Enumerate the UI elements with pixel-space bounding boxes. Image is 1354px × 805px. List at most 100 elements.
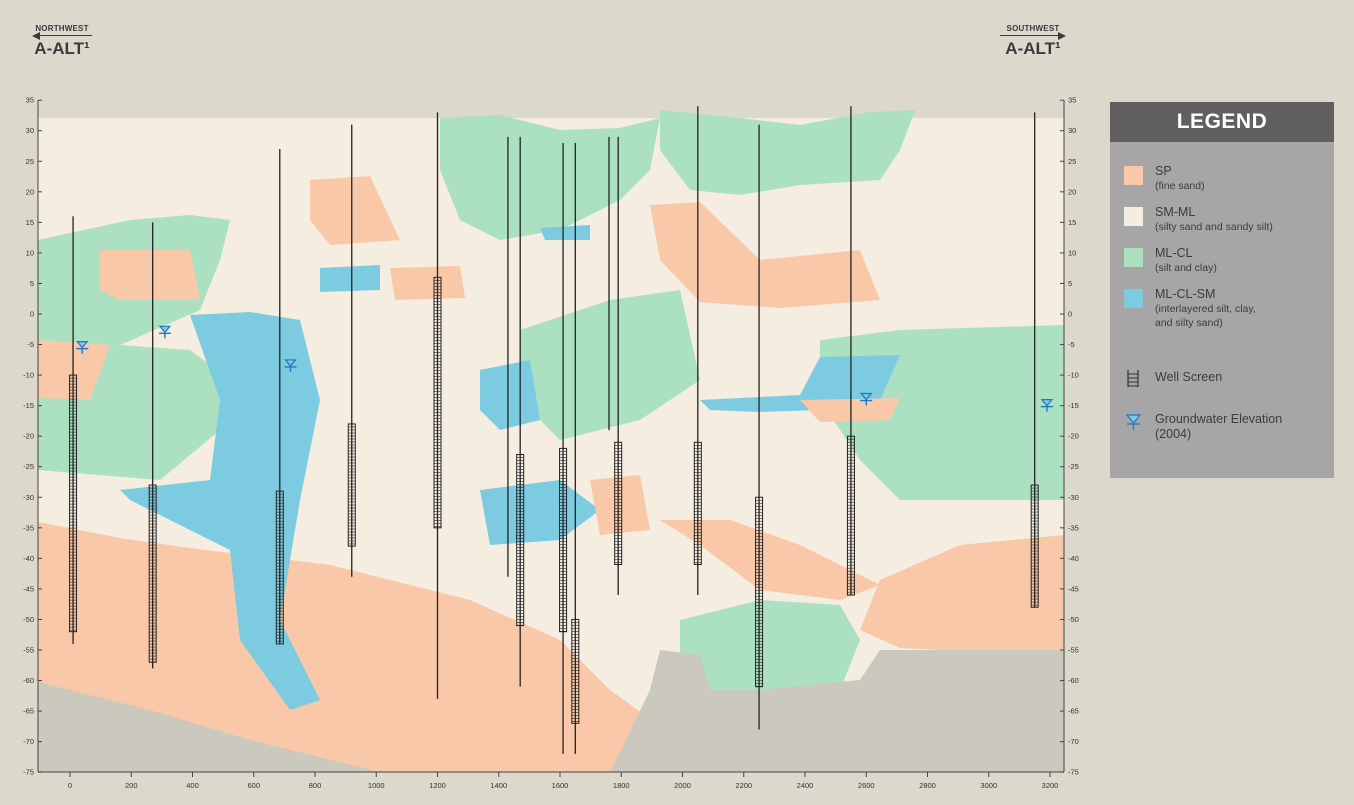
y-tick-label-left: -25 [23, 462, 34, 471]
y-tick-label-right: -5 [1068, 340, 1075, 349]
y-tick-label-left: 0 [30, 310, 34, 319]
x-tick-label: 400 [186, 781, 199, 790]
y-tick-label-right: 25 [1068, 157, 1076, 166]
y-tick-label-right: 5 [1068, 279, 1072, 288]
legend-panel: LEGEND SP (fine sand) SM-ML (silty sand … [1110, 102, 1334, 478]
y-tick-label-left: 10 [26, 248, 34, 257]
legend-ml-cl-sm-desc: (interlayered silt, clay, [1155, 303, 1256, 315]
y-tick-label-left: -55 [23, 646, 34, 655]
well-screen [693, 441, 702, 565]
y-tick-label-right: -70 [1068, 737, 1079, 746]
groundwater-icon [1125, 414, 1142, 430]
x-tick-label: 200 [125, 781, 138, 790]
y-tick-label-left: -70 [23, 737, 34, 746]
y-tick-label-left: 20 [26, 187, 34, 196]
legend-sm-ml-desc: (silty sand and sandy silt) [1155, 221, 1273, 233]
y-tick-label-right: 15 [1068, 218, 1076, 227]
y-tick-label-right: 20 [1068, 187, 1076, 196]
left-arrow-icon [32, 32, 92, 40]
x-tick-label: 1400 [490, 781, 507, 790]
legend-ml-cl-desc: (silt and clay) [1155, 262, 1217, 274]
y-tick-label-left: -65 [23, 707, 34, 716]
x-tick-label: 1800 [613, 781, 630, 790]
well-screen [69, 374, 78, 633]
legend-groundwater-desc: (2004) [1155, 427, 1192, 441]
y-tick-label-right: -65 [1068, 707, 1079, 716]
y-tick-label-left: -40 [23, 554, 34, 563]
y-tick-label-left: -75 [23, 768, 34, 777]
sp-left-upper-layer [100, 250, 200, 300]
northwest-direction-label: NORTHWEST A-ALT¹ [32, 24, 92, 59]
sp-swatch [1124, 166, 1143, 185]
well-screen [433, 276, 442, 529]
groundwater-marker [75, 341, 89, 349]
y-tick-label-right: -15 [1068, 401, 1079, 410]
y-tick-label-right: -40 [1068, 554, 1079, 563]
x-tick-label: 600 [247, 781, 260, 790]
legend-ml-cl-sm-desc2: and silty sand) [1155, 317, 1223, 329]
y-tick-label-right: -50 [1068, 615, 1079, 624]
well-screen [846, 435, 855, 596]
x-tick-label: 1000 [368, 781, 385, 790]
x-tick-label: 2400 [797, 781, 814, 790]
y-tick-label-right: 0 [1068, 310, 1072, 319]
ml-cl-sm-center-lens [480, 360, 540, 430]
y-tick-label-left: -10 [23, 371, 34, 380]
x-tick-label: 2000 [674, 781, 691, 790]
legend-sp-label: SP [1155, 164, 1172, 178]
y-tick-label-right: 35 [1068, 96, 1076, 105]
sm-ml-swatch [1124, 207, 1143, 226]
legend-sm-ml-label: SM-ML [1155, 205, 1196, 219]
y-tick-label-left: -30 [23, 493, 34, 502]
strata-layers [38, 110, 1064, 772]
legend-well-screen-label: Well Screen [1155, 370, 1223, 384]
y-tick-label-left: -35 [23, 523, 34, 532]
northwest-label: NORTHWEST [35, 24, 89, 33]
cross-section-diagram: 35 30 25 20 15 10 5 0 -5 -10 -15 -20 -25 -30 -35 -40 -45… [23, 96, 1079, 790]
y-tick-label-left: -50 [23, 615, 34, 624]
southwest-direction-label: SOUTHWEST A-ALT¹ [1000, 24, 1066, 59]
legend-sp-desc: (fine sand) [1155, 180, 1205, 192]
y-tick-label-right: -35 [1068, 523, 1079, 532]
y-tick-label-left: -60 [23, 676, 34, 685]
groundwater-markers [75, 325, 1054, 412]
sp-upper-center-layer [310, 176, 400, 245]
ml-cl-swatch [1124, 248, 1143, 267]
legend-groundwater-label: Groundwater Elevation [1155, 412, 1283, 426]
well-screen [755, 496, 764, 688]
x-tick-label: 0 [68, 781, 72, 790]
section-endpoint-left: A-ALT¹ [34, 39, 90, 58]
sp-right-bottom-layer [860, 535, 1064, 656]
bedrock-center [610, 650, 1064, 772]
well-screen [275, 490, 284, 645]
y-ticks-left: 35302520151050-5-10-15-20-25-30-35-40-45… [23, 96, 42, 777]
y-ticks-right: 35302520151050-5-10-15-20-25-30-35-40-45… [1060, 96, 1079, 777]
well-screen [614, 441, 623, 565]
y-tick-label-left: -5 [27, 340, 34, 349]
y-tick-label-right: -25 [1068, 462, 1079, 471]
y-tick-label-right: -20 [1068, 432, 1079, 441]
groundwater-marker [1040, 399, 1054, 407]
y-tick-label-right: -75 [1068, 768, 1079, 777]
well-screen [347, 423, 356, 547]
y-tick-label-left: -45 [23, 584, 34, 593]
y-tick-label-right: 30 [1068, 126, 1076, 135]
y-tick-label-left: -20 [23, 432, 34, 441]
y-tick-label-right: -45 [1068, 584, 1079, 593]
y-tick-label-right: -10 [1068, 371, 1079, 380]
legend-ml-cl-sm-label: ML-CL-SM [1155, 287, 1216, 301]
ml-cl-sm-swatch [1124, 289, 1143, 308]
ml-cl-sm-upper-lens [320, 265, 380, 292]
section-endpoint-right: A-ALT¹ [1005, 39, 1061, 58]
y-tick-label-right: 10 [1068, 248, 1076, 257]
x-tick-label: 3000 [980, 781, 997, 790]
legend-ml-cl-label: ML-CL [1155, 246, 1193, 260]
bedrock-left [38, 682, 380, 772]
wells [69, 106, 1039, 754]
right-arrow-icon [1000, 32, 1066, 40]
sp-center-right-layer [650, 202, 880, 308]
well-screen [1030, 484, 1039, 608]
well-screen [571, 618, 580, 724]
x-tick-label: 2200 [735, 781, 752, 790]
